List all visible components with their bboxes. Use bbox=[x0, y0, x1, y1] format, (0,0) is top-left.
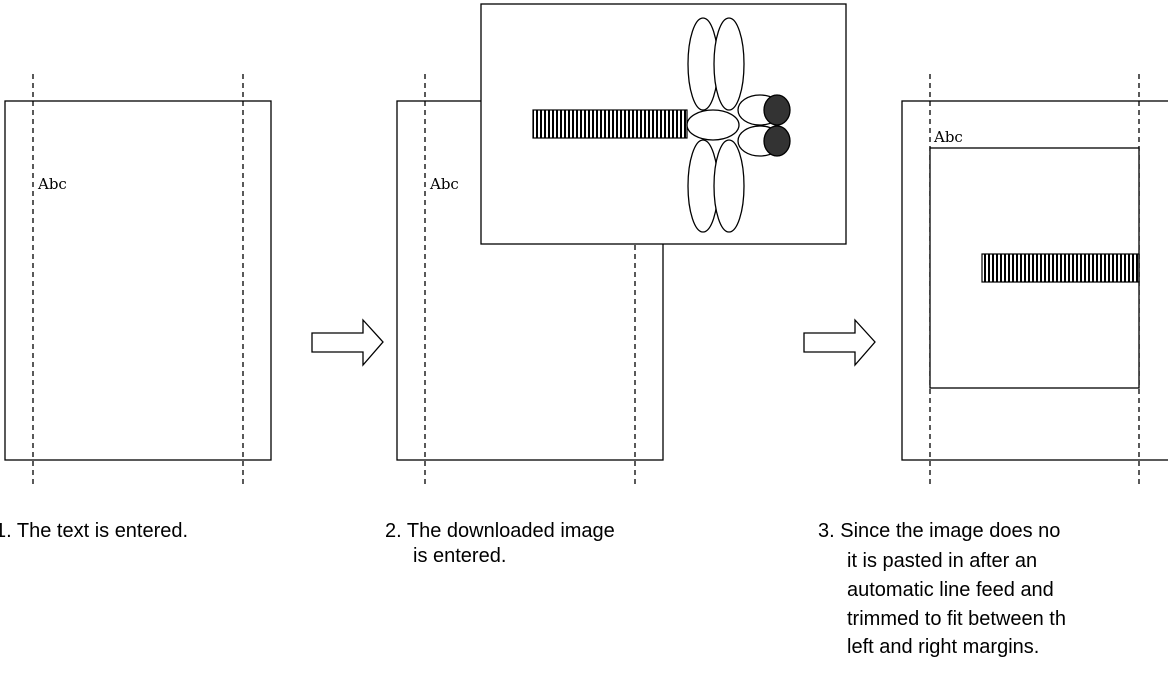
caption-line: trimmed to fit between th bbox=[847, 608, 1066, 630]
eye-bottom bbox=[763, 125, 791, 157]
dragonfly-tail bbox=[532, 109, 688, 139]
sample-text: Abc bbox=[429, 175, 459, 193]
caption-line: it is pasted in after an bbox=[847, 550, 1037, 572]
panel-3: Abc 3. Since the image does no it is pas… bbox=[818, 74, 1168, 658]
caption-line: 2. The downloaded image bbox=[385, 520, 615, 542]
caption-line: automatic line feed and bbox=[847, 579, 1054, 601]
caption-line: 3. Since the image does no bbox=[818, 520, 1060, 542]
caption-line: left and right margins. bbox=[847, 636, 1039, 658]
wing-upper-right bbox=[713, 17, 745, 111]
arrow-right-icon bbox=[803, 318, 876, 367]
sample-text: Abc bbox=[933, 128, 963, 146]
dragonfly-body bbox=[686, 109, 740, 141]
eye-top bbox=[763, 94, 791, 126]
dragonfly-tail bbox=[981, 253, 1140, 283]
panel-2: Abc 2. The downloaded image is entered. bbox=[385, 3, 847, 567]
caption-line: 1. The text is entered. bbox=[0, 520, 188, 542]
sample-text: Abc bbox=[37, 175, 67, 193]
caption-line: is entered. bbox=[413, 545, 506, 567]
wing-lower-right bbox=[713, 139, 745, 233]
arrow-right-icon bbox=[311, 318, 384, 367]
trimmed-image bbox=[929, 147, 1140, 389]
dragonfly-graphic bbox=[532, 17, 791, 233]
downloaded-image bbox=[480, 3, 847, 245]
panel-1: Abc 1. The text is entered. bbox=[0, 74, 272, 542]
page-outline bbox=[4, 100, 272, 461]
